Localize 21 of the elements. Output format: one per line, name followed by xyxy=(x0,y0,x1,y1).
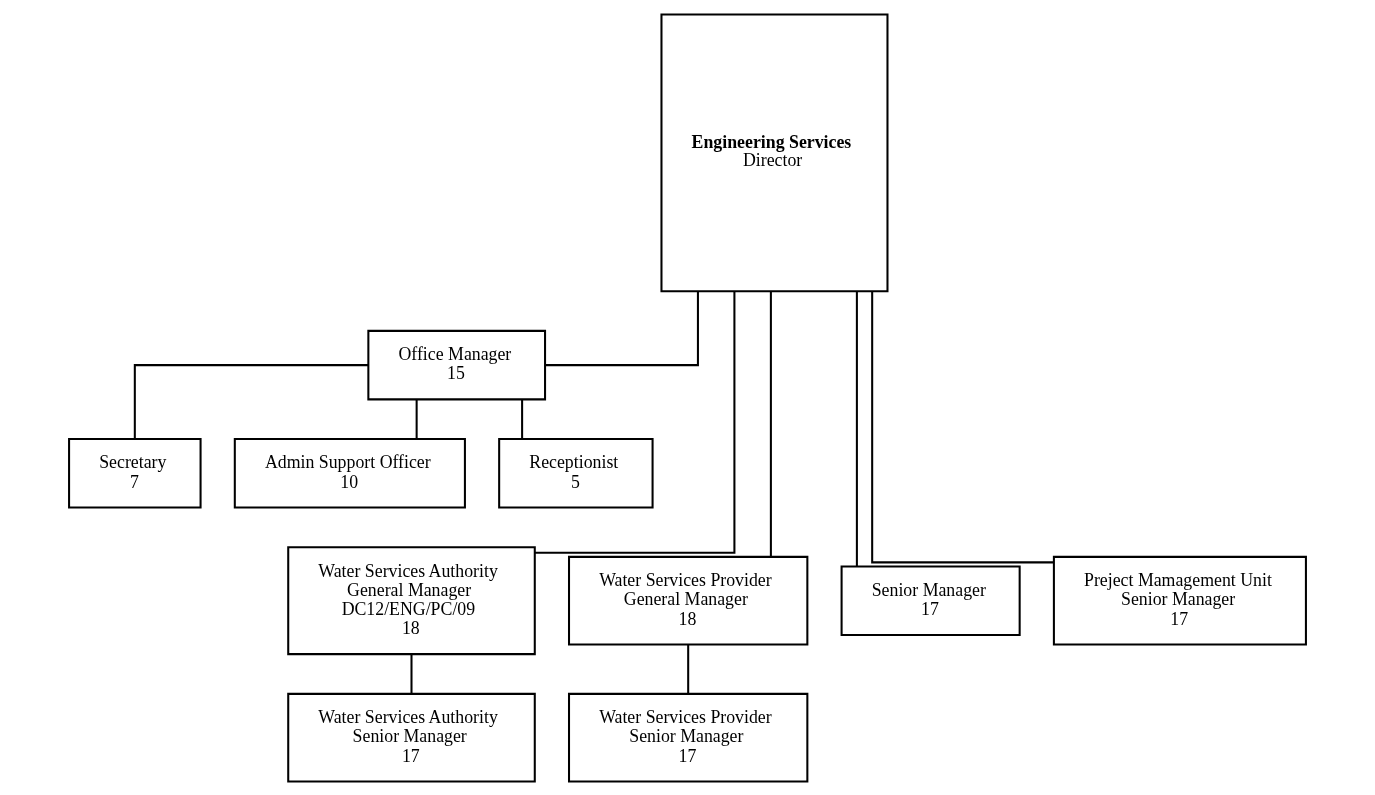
node-box: Admin Support Officer 10 xyxy=(233,437,466,509)
connector xyxy=(871,291,1054,563)
node-box: Water Services Authority General Manager DC12/ENG/PC/09 18 xyxy=(287,545,536,655)
node-box: Preject Mamagement Unit Senior Manager 17 xyxy=(1052,555,1307,646)
node-box: Secretary 7 xyxy=(68,437,202,509)
connector xyxy=(133,363,369,438)
node-box: Office Manager 15 xyxy=(367,329,547,400)
connector xyxy=(545,290,699,366)
connector xyxy=(769,291,772,557)
node-box: Receptionist 5 xyxy=(498,437,654,509)
connector xyxy=(410,653,413,694)
node-box: Engineering Services Director xyxy=(660,12,889,292)
node-box: Senior Manager 17 xyxy=(840,564,1021,636)
connector xyxy=(534,291,736,554)
connector xyxy=(855,291,858,566)
node-box: Water Services Provider General Manager 18 xyxy=(568,555,809,646)
connector xyxy=(687,644,690,694)
node-box: Water Services Authority Senior Manager 17 xyxy=(287,692,536,783)
node-box: Water Services Provider Senior Manager 17 xyxy=(568,692,809,783)
connector xyxy=(415,399,418,439)
connector xyxy=(521,399,524,439)
